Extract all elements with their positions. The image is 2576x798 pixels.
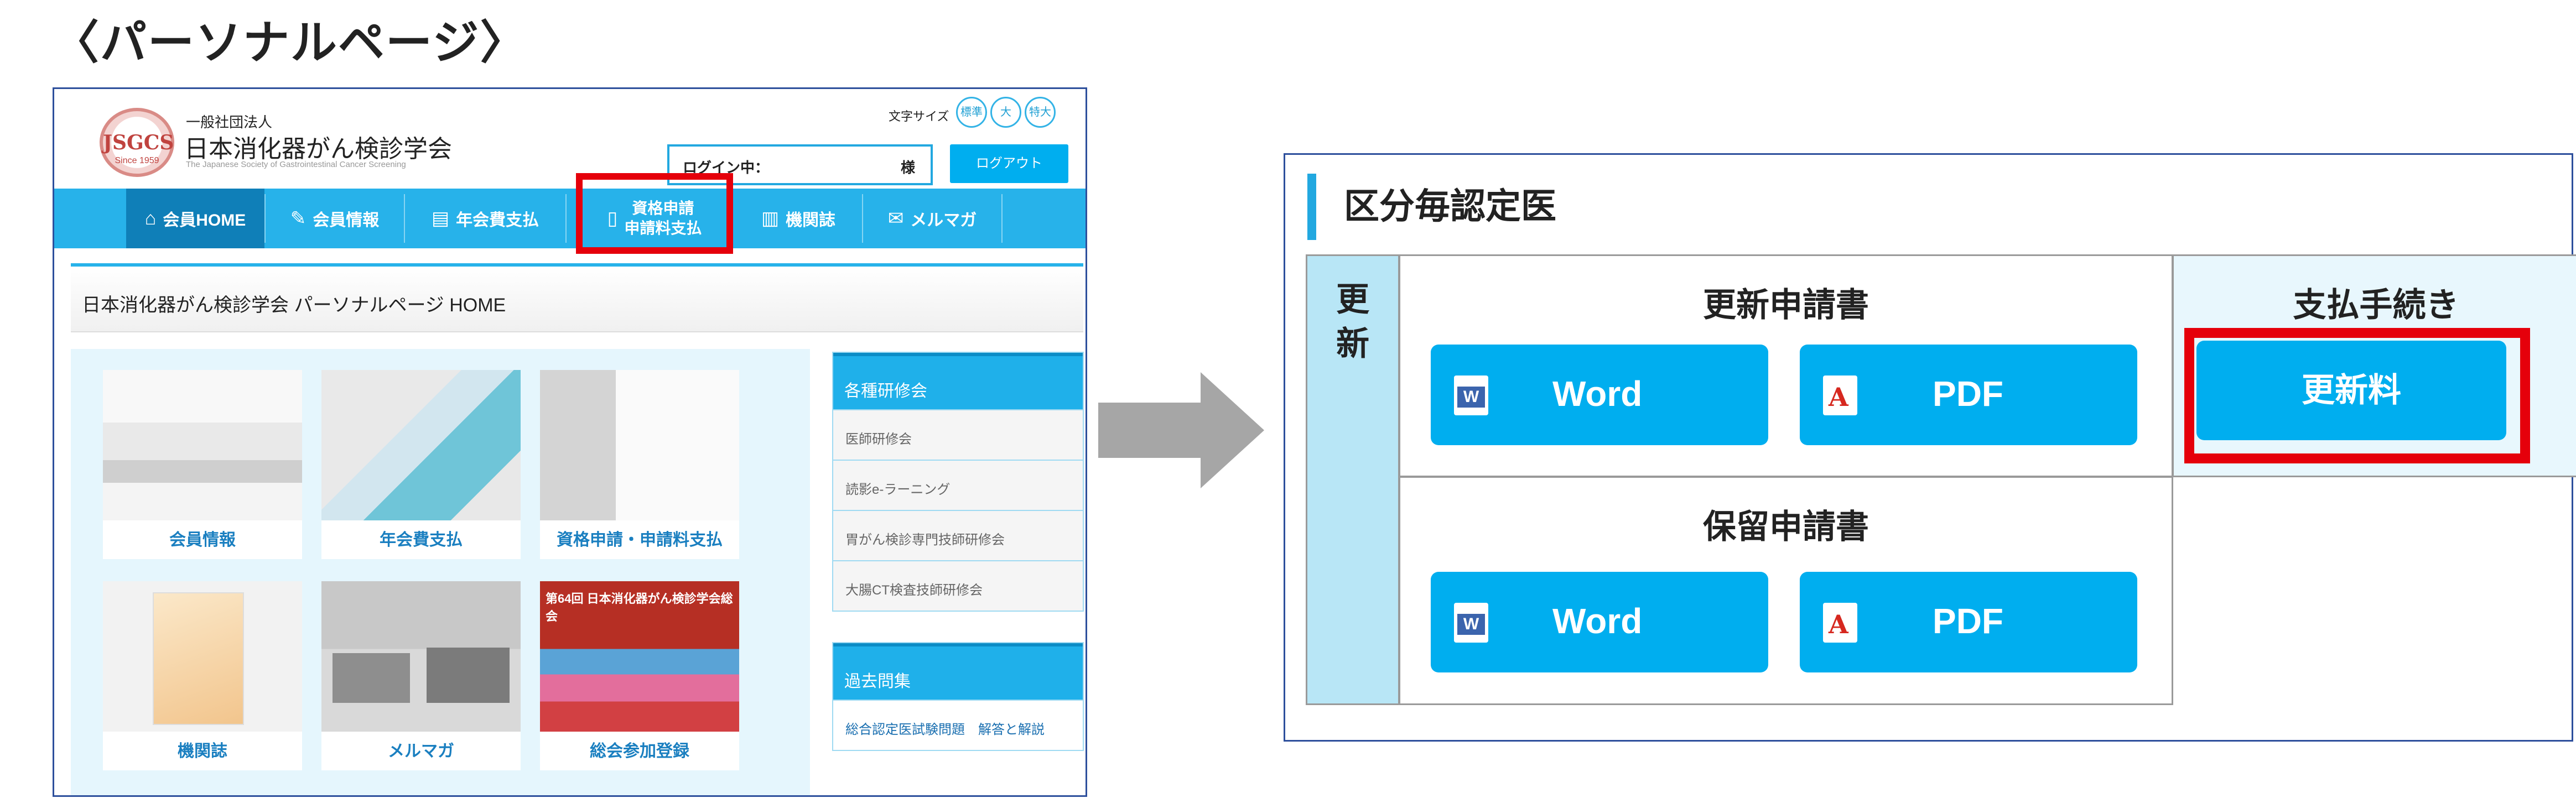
renewal-table: 更 新 更新申請書 Word PDF 支払手続き 保留申請書 Word: [1306, 254, 2576, 705]
receipt-icon: ▤: [431, 208, 450, 229]
renewal-application-title: 更新申請書: [1703, 286, 1869, 325]
document-signing-photo: [540, 370, 739, 520]
org-name: 日本消化器がん検診学会: [184, 135, 452, 163]
poster-text: 第64回 日本消化器がん検診学会総会: [546, 592, 733, 623]
button-label: Word: [1552, 374, 1643, 414]
hold-pdf-download-button[interactable]: PDF: [1800, 572, 2137, 672]
font-size-large-button[interactable]: 大: [990, 97, 1021, 128]
row-header-char: 新: [1336, 325, 1369, 363]
nav-qualification[interactable]: ▯ 資格申請 申請料支払: [585, 189, 724, 248]
past-exams-box: 過去問集 総合認定医試験問題 解答と解説: [832, 642, 1084, 751]
button-label: PDF: [1933, 374, 2003, 414]
home-icon: ⌂: [144, 207, 157, 229]
nav-journal[interactable]: ▥ 機関誌: [735, 189, 862, 248]
org-kind: 一般社団法人: [186, 114, 273, 131]
nav-mail-magazine[interactable]: ✉ メルマガ: [863, 189, 1001, 248]
row-header-char: 更: [1336, 280, 1369, 319]
page-title: 〈パーソナルページ〉: [53, 15, 528, 70]
right-arrow-icon: [1098, 372, 1264, 488]
font-size-normal-button[interactable]: 標準: [956, 97, 987, 128]
laptop-photo: [103, 370, 302, 520]
hold-application-cell: 保留申請書 Word PDF: [1399, 476, 2173, 705]
tile-annual-meeting[interactable]: 第64回 日本消化器がん検診学会総会 総会参加登録: [540, 581, 739, 770]
book-icon: ▥: [761, 208, 780, 229]
tile-caption: 総会参加登録: [590, 742, 689, 760]
nav-label: メルマガ: [910, 211, 977, 230]
panel-title: 区分毎認定医: [1307, 174, 1556, 240]
calculator-photo: [321, 370, 521, 520]
home-title: 日本消化器がん検診学会 パーソナルページ HOME: [82, 295, 506, 316]
mail-icon: ✉: [887, 208, 904, 229]
tile-caption: 資格申請・申請料支払: [557, 531, 723, 549]
logo-seal-text: JSGCS: [103, 131, 174, 154]
nav-label: 年会費支払: [456, 211, 539, 230]
button-label: Word: [1552, 601, 1643, 641]
nav-annual-fee[interactable]: ▤ 年会費支払: [405, 189, 565, 248]
sidebar-link[interactable]: 読影e-ラーニング: [833, 460, 1083, 510]
sidebar-link[interactable]: 医師研修会: [833, 409, 1083, 460]
font-size-label: 文字サイズ: [889, 109, 949, 123]
nav-member-home[interactable]: ⌂ 会員HOME: [126, 189, 264, 248]
sidebar-link[interactable]: 大腸CT検査技師研修会: [833, 560, 1083, 611]
logout-button[interactable]: ログアウト: [950, 144, 1068, 183]
row-header-renewal: 更 新: [1306, 254, 1400, 705]
tiles-panel: 会員情報 年会費支払 資格申請・申請料支払 機関誌 メルマガ 第64回 日本消化…: [71, 349, 810, 795]
hold-word-download-button[interactable]: Word: [1431, 572, 1768, 672]
sidebar-link[interactable]: 総合認定医試験問題 解答と解説: [833, 700, 1083, 750]
tile-caption: 年会費支払: [380, 531, 463, 549]
highlight-renewal-fee: [2184, 328, 2530, 463]
desk-photo: [321, 581, 521, 732]
logo-seal-sub: Since 1959: [115, 156, 159, 165]
nav-label: 会員情報: [313, 211, 380, 230]
tile-mail-magazine[interactable]: メルマガ: [321, 581, 521, 770]
font-size-xlarge-button[interactable]: 特大: [1025, 97, 1056, 128]
global-nav: ⌂ 会員HOME ✎ 会員情報 ▤ 年会費支払 ▯ 資格申請 申請料支払 ▥ 機…: [54, 189, 1086, 248]
meeting-poster: 第64回 日本消化器がん検診学会総会: [540, 581, 739, 732]
journal-photo: [103, 581, 302, 732]
tile-qualification[interactable]: 資格申請・申請料支払: [540, 370, 739, 559]
hold-application-title: 保留申請書: [1703, 508, 1869, 546]
past-exams-title: 過去問集: [833, 643, 1083, 700]
nav-label-line2: 申請料支払: [624, 220, 702, 237]
society-logo[interactable]: JSGCS Since 1959: [100, 108, 174, 177]
tile-caption: メルマガ: [388, 742, 454, 760]
button-label: PDF: [1933, 601, 2003, 641]
org-name-en: The Japanese Society of Gastrointestinal…: [186, 160, 406, 169]
document-icon: ▯: [607, 208, 618, 229]
tile-journal[interactable]: 機関誌: [103, 581, 302, 770]
tile-annual-fee[interactable]: 年会費支払: [321, 370, 521, 559]
home-title-bar: 日本消化器がん検診学会 パーソナルページ HOME: [71, 263, 1083, 332]
nav-member-info[interactable]: ✎ 会員情報: [266, 189, 404, 248]
login-suffix: 様: [900, 159, 915, 176]
seminars-title: 各種研修会: [833, 353, 1083, 409]
tile-member-info[interactable]: 会員情報: [103, 370, 302, 559]
nav-label: 機関誌: [786, 211, 836, 230]
nav-label-line1: 資格申請: [632, 200, 694, 217]
tile-caption: 機関誌: [178, 742, 227, 760]
tile-caption: 会員情報: [169, 531, 236, 549]
pdf-file-icon: [1823, 375, 1857, 415]
highlight-qualification-nav: [576, 173, 733, 254]
pdf-file-icon: [1823, 603, 1857, 643]
renewal-word-download-button[interactable]: Word: [1431, 345, 1768, 445]
word-file-icon: [1454, 603, 1488, 643]
payment-title: 支払手続き: [2293, 286, 2459, 325]
seminars-box: 各種研修会 医師研修会 読影e-ラーニング 胃がん検診専門技師研修会 大腸CT検…: [832, 352, 1084, 612]
renewal-pdf-download-button[interactable]: PDF: [1800, 345, 2137, 445]
sidebar-link[interactable]: 胃がん検診専門技師研修会: [833, 510, 1083, 560]
nav-label: 会員HOME: [163, 211, 246, 230]
renewal-application-cell: 更新申請書 Word PDF: [1399, 254, 2173, 477]
pencil-icon: ✎: [290, 208, 307, 229]
renewal-fee-button[interactable]: 更新料: [2196, 341, 2506, 440]
personal-page-screenshot: JSGCS Since 1959 一般社団法人 日本消化器がん検診学会 The …: [53, 87, 1087, 797]
word-file-icon: [1454, 375, 1488, 415]
